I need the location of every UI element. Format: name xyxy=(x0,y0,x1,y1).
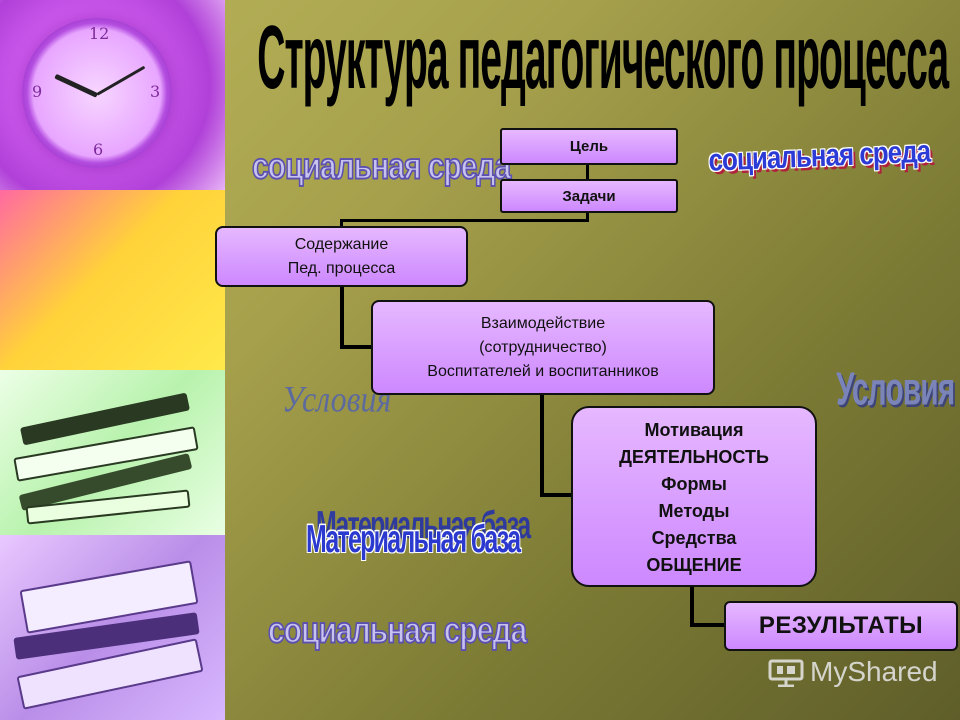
purple-clock-image: 12 3 6 9 xyxy=(0,0,225,190)
interaction-line: (сотрудничество) xyxy=(479,338,607,356)
purple-books-image xyxy=(0,535,225,720)
activity-line: Мотивация xyxy=(644,420,744,440)
conditions-label-right: Условия xyxy=(836,364,955,416)
activity-box: Мотивация ДЕЯТЕЛЬНОСТЬ Формы Методы Сред… xyxy=(571,406,817,587)
connector-line xyxy=(586,211,589,221)
results-box: РЕЗУЛЬТАТЫ xyxy=(724,601,958,651)
watermark: MyShared xyxy=(768,656,938,688)
interaction-line: Воспитателей и воспитанников xyxy=(427,362,659,380)
decorative-image-strip: 12 3 6 9 12 1 2 3 4 5 6 7 8 9 10 11 xyxy=(0,0,225,720)
connector-line xyxy=(340,219,589,222)
connector-line xyxy=(690,585,694,627)
results-label: РЕЗУЛЬТАТЫ xyxy=(758,612,924,639)
social-environment-label-top-left: социальная среда xyxy=(251,145,512,188)
clock-icon: 12 3 6 9 xyxy=(22,18,172,168)
social-environment-label-top-right: социальная среда xyxy=(708,132,931,178)
connector-line xyxy=(540,393,544,497)
activity-line: Средства xyxy=(651,528,737,548)
content-line: Пед. процесса xyxy=(287,259,396,277)
content-box: Содержание Пед. процесса xyxy=(215,226,468,287)
connector-line xyxy=(586,163,589,181)
connector-line xyxy=(340,345,374,349)
goal-box: Цель xyxy=(500,128,678,165)
page-title: Структура педагогического процесса xyxy=(257,6,949,108)
activity-line: Методы xyxy=(658,501,730,521)
social-environment-label-bottom: социальная среда xyxy=(267,609,528,652)
connector-line xyxy=(340,285,344,349)
connector-line xyxy=(340,219,343,228)
tasks-label: Задачи xyxy=(562,187,616,205)
material-base-label-shadow: Материальная база xyxy=(316,504,531,548)
watermark-text: MyShared xyxy=(810,656,938,687)
interaction-line: Взаимодействие xyxy=(480,314,606,332)
activity-line: ДЕЯТЕЛЬНОСТЬ xyxy=(619,447,769,467)
interaction-box: Взаимодействие (сотрудничество) Воспитат… xyxy=(371,300,715,395)
content-line: Содержание xyxy=(294,235,389,253)
presentation-icon xyxy=(768,659,804,687)
connector-line xyxy=(690,623,726,627)
tasks-box: Задачи xyxy=(500,179,678,213)
goal-label: Цель xyxy=(569,138,609,155)
orange-clock-image: 12 1 2 3 4 5 6 7 8 9 10 11 xyxy=(0,190,225,370)
green-books-image xyxy=(0,370,225,535)
material-base-label: Материальная база xyxy=(306,518,521,562)
activity-line: Формы xyxy=(661,474,727,494)
connector-line xyxy=(540,493,574,497)
activity-line: ОБЩЕНИЕ xyxy=(646,555,742,575)
